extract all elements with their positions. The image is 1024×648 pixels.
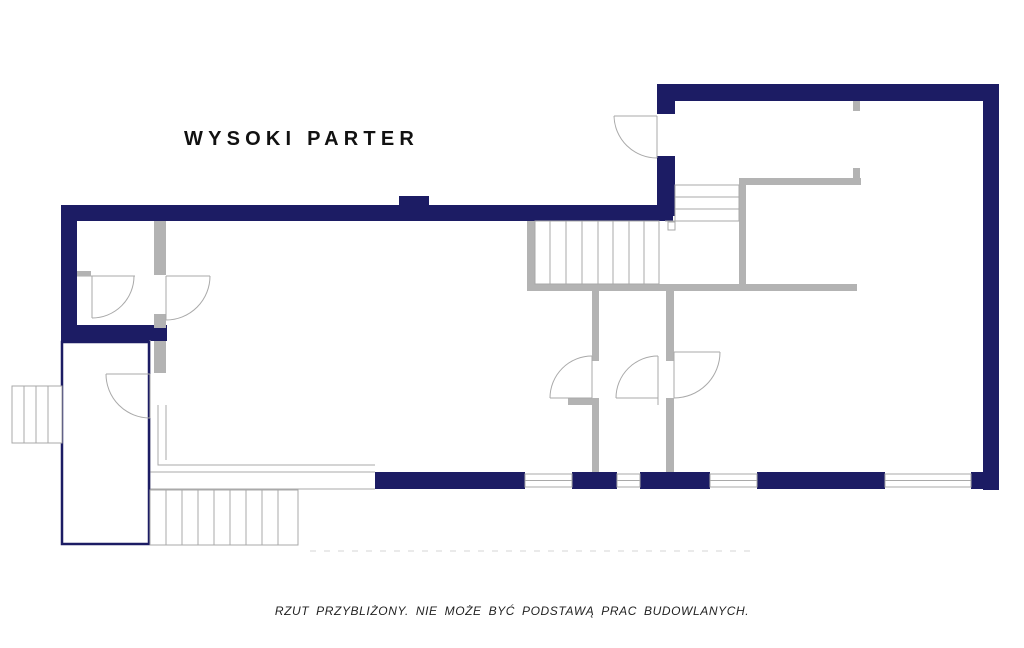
door-room-a	[549, 355, 593, 399]
windows-bottom	[524, 473, 972, 488]
door-room-b	[615, 351, 721, 405]
wall-bottom-seg-5	[971, 472, 999, 489]
partition-vestibule-upper	[154, 221, 166, 275]
stair-bottom-exterior	[149, 489, 299, 546]
partitions	[154, 101, 861, 472]
door-annex	[105, 373, 151, 419]
doors	[77, 115, 721, 419]
wall-vestibule-bottom	[61, 325, 167, 341]
partition-top-stub	[853, 101, 860, 111]
disclaimer-note: RZUT PRZYBLIŻONY. NIE MOŻE BYĆ PODSTAWĄ …	[274, 604, 750, 618]
wall-step-vertical-lower	[657, 156, 675, 216]
partition-upper-h	[739, 178, 861, 185]
partition-room-a-v2	[592, 398, 599, 472]
wall-left	[61, 205, 77, 340]
partition-room-b-v	[666, 291, 674, 361]
exterior-walls	[61, 84, 999, 490]
partition-upper-v	[739, 178, 746, 288]
partition-room-a-h	[568, 398, 599, 405]
door-entrance-top	[613, 115, 658, 159]
partition-corridor-h	[527, 284, 857, 291]
wall-right	[983, 84, 999, 490]
staircases	[11, 184, 740, 546]
stair-upper	[665, 184, 740, 231]
wall-top-main	[61, 205, 673, 221]
floor-title: WYSOKI PARTER	[184, 128, 420, 150]
wall-bottom-seg-3	[640, 472, 710, 489]
wall-bottom-seg-4	[757, 472, 885, 489]
partition-stair-left	[527, 221, 535, 291]
wall-top-right	[657, 84, 999, 101]
wall-bottom-seg-2	[572, 472, 617, 489]
partition-room-b-v2	[666, 398, 674, 472]
entrance-annex	[60, 340, 151, 546]
door-vestibule-inner	[77, 271, 135, 319]
stair-left-exterior	[11, 385, 63, 444]
wall-top-bump	[399, 196, 429, 208]
door-vestibule-main	[165, 275, 211, 321]
partition-upper-stub	[853, 168, 860, 185]
stair-main	[534, 220, 660, 285]
partition-room-a-v	[592, 291, 599, 361]
wall-bottom-seg-1	[375, 472, 525, 489]
partition-vestibule-lower-2	[154, 341, 166, 373]
partition-vestibule-lower	[154, 314, 166, 328]
